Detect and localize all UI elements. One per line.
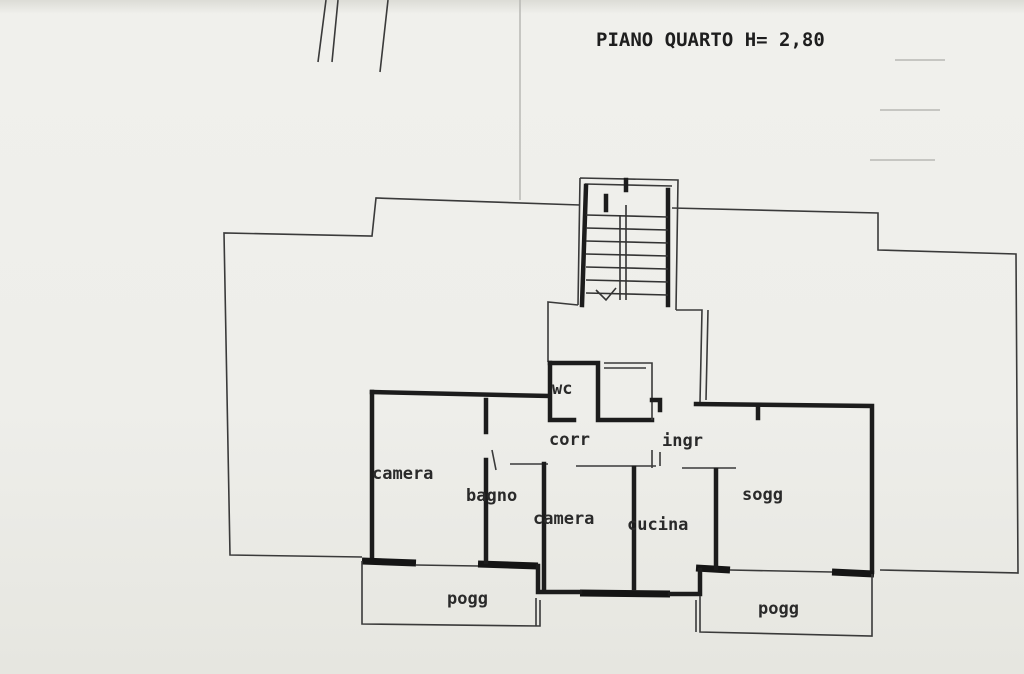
wc-block (547, 360, 663, 423)
room-label-entrance: ingr (662, 431, 703, 451)
room-label-corridor: corr (549, 430, 590, 450)
room-label-bathroom: bagno (466, 486, 517, 506)
balcony-right-outline (695, 574, 873, 637)
room-label-kitchen: cucina (627, 515, 688, 535)
balcony-left-outline (361, 561, 541, 627)
room-label-bedroom-left: camera (372, 464, 433, 484)
room-label-balcony-left: pogg (447, 589, 488, 609)
lot-outline (223, 197, 1019, 574)
room-label-balcony-right: pogg (758, 599, 799, 619)
room-label-bedroom-center: camera (533, 509, 594, 529)
room-label-wc: wc (552, 379, 572, 399)
room-label-living: sogg (742, 485, 783, 505)
paper-marks (317, 0, 945, 200)
interior-partitions (483, 397, 761, 593)
apartment-walls (361, 389, 875, 598)
floor-title: PIANO QUARTO H= 2,80 (596, 29, 825, 51)
landing-walls (547, 301, 709, 403)
stairwell (577, 177, 679, 311)
